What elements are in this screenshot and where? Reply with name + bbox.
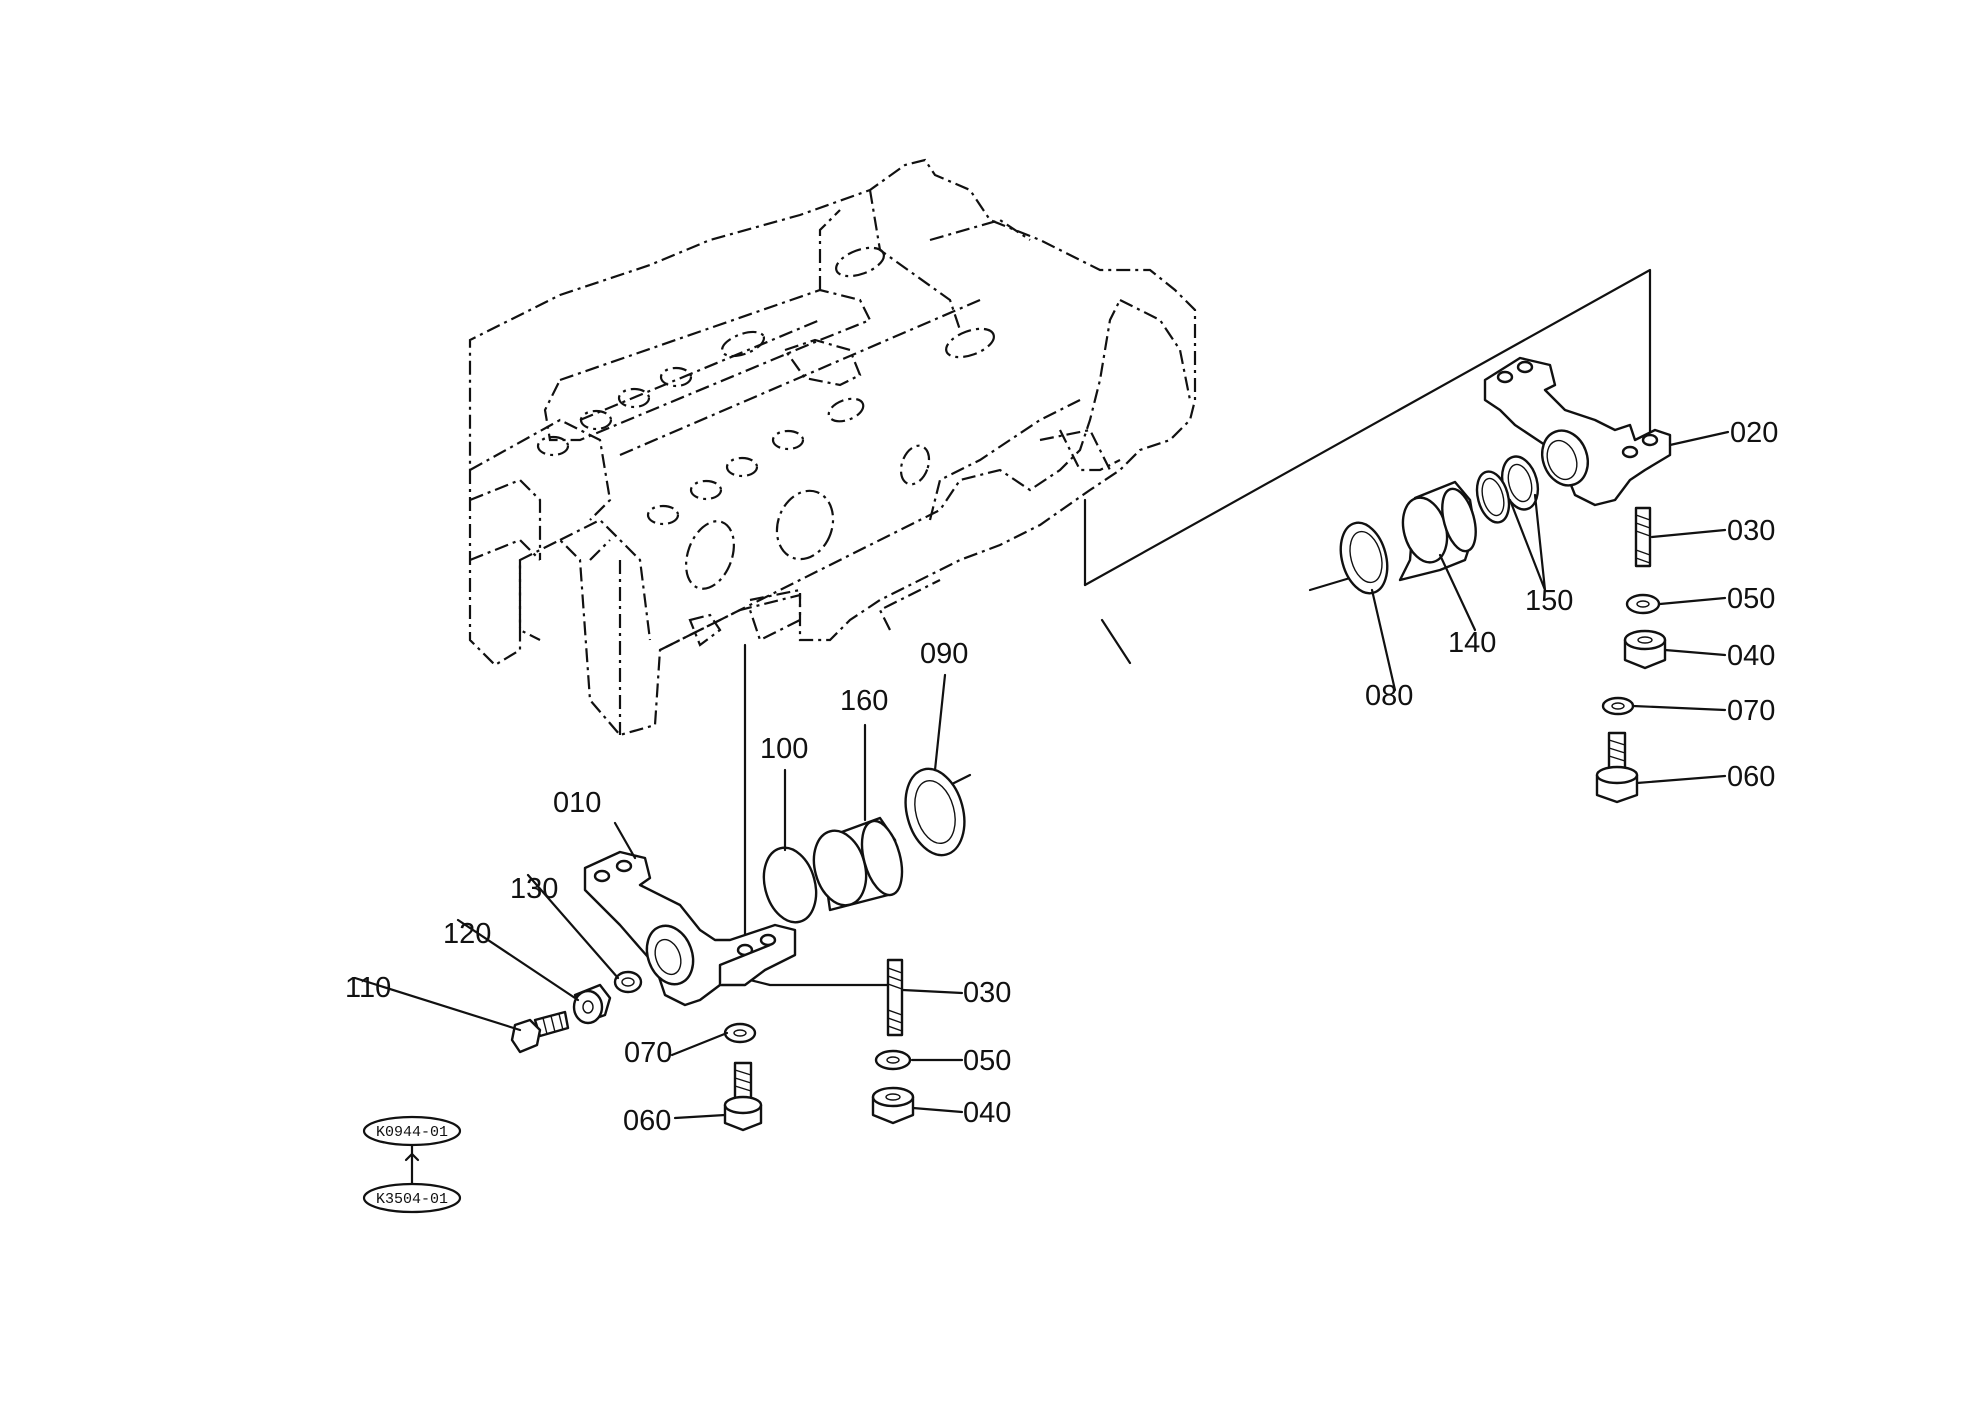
part-150-seals-right-drawing xyxy=(1475,455,1540,524)
callout-130: 130 xyxy=(510,873,558,905)
part-020-bracket-drawing xyxy=(1483,356,1672,507)
callout-080: 080 xyxy=(1365,680,1413,712)
callout-150: 150 xyxy=(1525,585,1573,617)
callout-labels: 020 030 050 040 070 060 150 140 080 090 … xyxy=(345,417,1778,1137)
part-080-seal-right-drawing xyxy=(1339,521,1389,595)
part-070-washer-left-drawing xyxy=(723,1022,757,1044)
part-160-bushing-left-drawing xyxy=(812,816,904,912)
callout-040-right: 040 xyxy=(1727,640,1775,672)
reference-arrow xyxy=(404,1152,420,1162)
part-070-washer-right-drawing xyxy=(1601,696,1635,716)
part-100-seal-left-drawing xyxy=(762,846,818,924)
callout-050-right: 050 xyxy=(1727,583,1775,615)
callout-120: 120 xyxy=(443,918,491,950)
reference-code-top: K0944-01 xyxy=(376,1124,448,1141)
part-030-stud-left-drawing xyxy=(886,958,904,1037)
part-090-seal-left-drawing xyxy=(904,767,966,857)
part-130-nut-drawing xyxy=(613,970,643,994)
part-040-nut-left-drawing xyxy=(871,1086,915,1125)
main-housing-outline xyxy=(468,158,1197,737)
callout-070-right: 070 xyxy=(1727,695,1775,727)
callout-090: 090 xyxy=(920,638,968,670)
reference-code-bottom: K3504-01 xyxy=(376,1191,448,1208)
callout-050-left: 050 xyxy=(963,1045,1011,1077)
callout-060-right: 060 xyxy=(1727,761,1775,793)
part-060-bolt-right-drawing xyxy=(1595,731,1639,804)
part-140-bushing-right-drawing xyxy=(1398,480,1477,582)
callout-100: 100 xyxy=(760,733,808,765)
callout-070-left: 070 xyxy=(624,1037,672,1069)
callout-160: 160 xyxy=(840,685,888,717)
part-110-bolt-drawing xyxy=(510,1010,570,1054)
callout-040-left: 040 xyxy=(963,1097,1011,1129)
part-010-bracket-drawing xyxy=(583,850,797,1007)
reference-oval-bottom xyxy=(362,1182,462,1214)
part-050-washer-left-drawing xyxy=(874,1049,912,1071)
part-120-washer-drawing xyxy=(572,983,612,1025)
callout-020-right: 020 xyxy=(1730,417,1778,449)
callout-060-left: 060 xyxy=(623,1105,671,1137)
callout-010: 010 xyxy=(553,787,601,819)
callout-030-left: 030 xyxy=(963,977,1011,1009)
part-030-stud-right-drawing xyxy=(1634,506,1652,568)
part-050-washer-right-drawing xyxy=(1625,593,1661,615)
part-040-nut-right-drawing xyxy=(1623,629,1667,670)
callout-leaders xyxy=(353,430,1730,1120)
callout-110: 110 xyxy=(345,972,391,1004)
callout-030-right: 030 xyxy=(1727,515,1775,547)
reference-codes: K0944-01 K3504-01 xyxy=(362,1115,462,1214)
part-060-bolt-left-drawing xyxy=(723,1061,763,1132)
callout-140: 140 xyxy=(1448,627,1496,659)
